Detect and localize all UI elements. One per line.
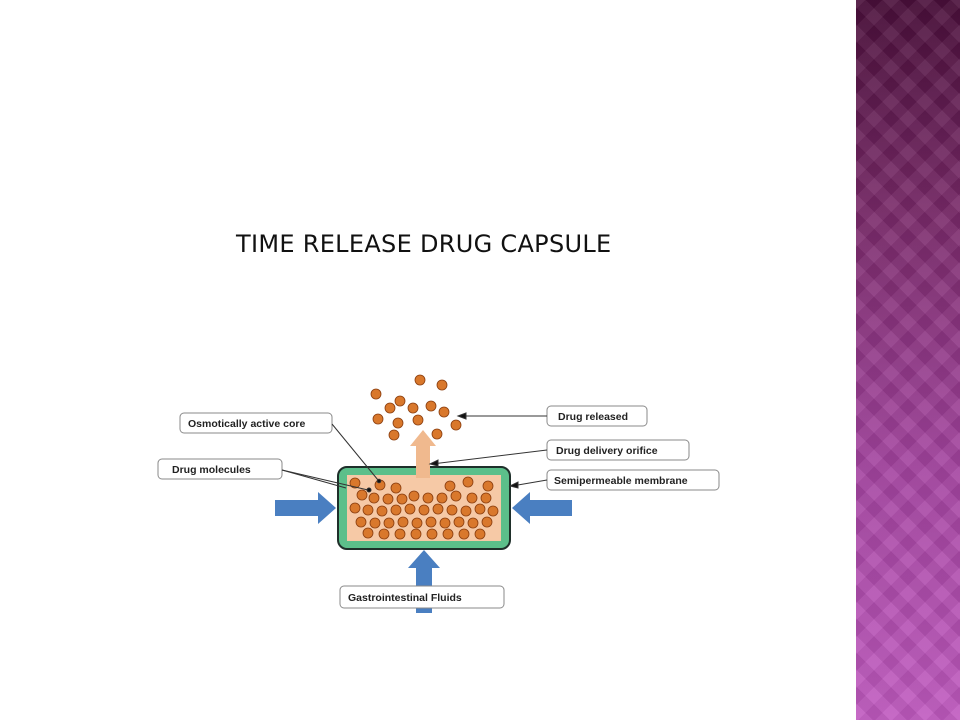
- label-gi-fluids: Gastrointestinal Fluids: [339, 585, 505, 609]
- label-osmotic-core: Osmotically active core: [179, 412, 333, 434]
- released-drug-particles: [370, 374, 462, 441]
- label-drug-released: Drug released: [546, 405, 648, 427]
- capsule-diagram: Osmotically active core Drug molecules D…: [157, 374, 720, 613]
- svg-text:Osmotically active core: Osmotically active core: [188, 418, 305, 430]
- fluid-arrow-left: [275, 492, 336, 524]
- label-drug-molecules: Drug molecules: [157, 458, 283, 480]
- svg-text:Drug delivery orifice: Drug delivery orifice: [556, 445, 658, 457]
- leader-lines: [281, 412, 548, 493]
- decorative-side-band: [856, 0, 960, 720]
- label-delivery-orifice: Drug delivery orifice: [546, 439, 690, 461]
- svg-text:Drug molecules: Drug molecules: [172, 464, 251, 476]
- slide-title: TIME RELEASE DRUG CAPSULE: [236, 230, 612, 258]
- svg-text:Semipermeable membrane: Semipermeable membrane: [554, 475, 688, 487]
- svg-text:Gastrointestinal Fluids: Gastrointestinal Fluids: [348, 592, 462, 604]
- release-arrow: [410, 430, 436, 478]
- svg-text:Drug released: Drug released: [558, 411, 628, 423]
- label-membrane: Semipermeable membrane: [546, 469, 720, 491]
- core-drug-particles: [349, 476, 499, 540]
- fluid-arrow-right: [512, 492, 572, 524]
